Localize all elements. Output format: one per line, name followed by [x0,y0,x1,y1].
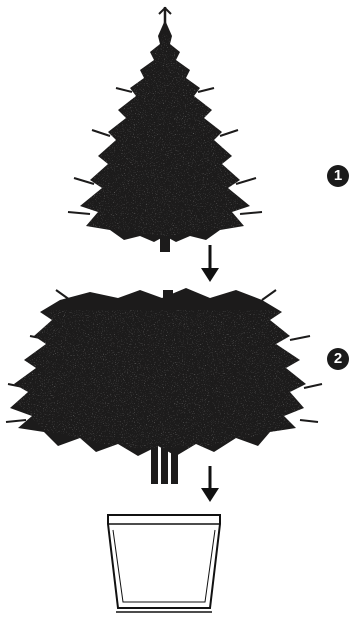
step-number-badge: 1 [327,165,349,187]
down-arrow-icon [201,466,219,502]
lower-tree-section-icon [6,288,322,484]
step-number-badge: 2 [327,348,349,370]
upper-tree-section-icon [68,7,262,252]
pot-base-icon [108,515,220,612]
down-arrow-icon [201,245,219,282]
